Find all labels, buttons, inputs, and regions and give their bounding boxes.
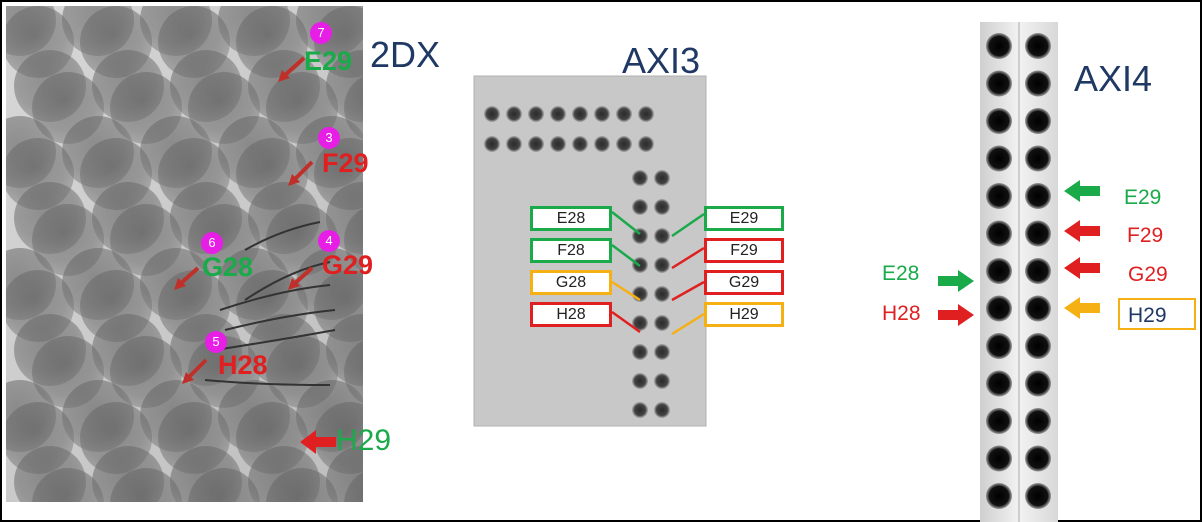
axi3-box-f28: F28 (530, 238, 612, 263)
axi3-box-g28: G28 (530, 270, 612, 295)
title-2dx: 2DX (370, 34, 441, 75)
arrow-axi4-e29 (1064, 180, 1100, 202)
label-2dx-h28: H28 (218, 350, 268, 380)
axi3-box-f29: F29 (704, 238, 784, 263)
title-axi4: AXI4 (1074, 58, 1153, 99)
panel-2dx-image (6, 6, 363, 502)
label-axi4-g29: G29 (1128, 263, 1168, 286)
arrow-axi4-f29 (1064, 220, 1100, 242)
axi3-box-e29: E29 (704, 206, 784, 231)
arrow-2dx-g29 (288, 266, 314, 290)
label-2dx-g28: G28 (202, 252, 254, 282)
badge-6: 6 (201, 232, 223, 254)
label-2dx-g29: G29 (322, 250, 374, 280)
badge-5: 5 (205, 331, 227, 353)
label-axi4-h28: H28 (882, 302, 921, 325)
arrow-axi4-e28 (938, 270, 974, 292)
badge-3: 3 (318, 127, 340, 149)
label-2dx-h29: H29 (336, 424, 392, 457)
label-2dx-e29: E29 (304, 46, 353, 76)
axi3-box-h28: H28 (530, 302, 612, 327)
label-axi4-e28: E28 (882, 262, 920, 285)
badge-4: 4 (318, 230, 340, 252)
axi3-box-e28: E28 (530, 206, 612, 231)
panel-axi4-image (980, 22, 1058, 522)
label-axi4-e29: E29 (1124, 186, 1162, 209)
label-2dx-f29: F29 (322, 148, 369, 178)
title-axi3: AXI3 (622, 40, 701, 81)
axi3-box-g29: G29 (704, 270, 784, 295)
badge-7: 7 (310, 22, 332, 44)
arrow-axi4-h28 (938, 304, 974, 326)
label-axi4-f29: F29 (1127, 224, 1164, 247)
arrow-2dx-h28 (182, 358, 208, 384)
arrow-2dx-e29 (278, 56, 306, 82)
arrow-axi4-g29 (1064, 257, 1100, 279)
axi3-box-h29: H29 (704, 302, 784, 327)
arrow-2dx-f29 (288, 160, 314, 186)
arrow-axi4-h29 (1064, 297, 1100, 319)
arrow-2dx-g28 (174, 266, 200, 290)
label-axi4-h29: H29 (1118, 298, 1196, 330)
arrow-2dx-h29 (300, 430, 336, 454)
